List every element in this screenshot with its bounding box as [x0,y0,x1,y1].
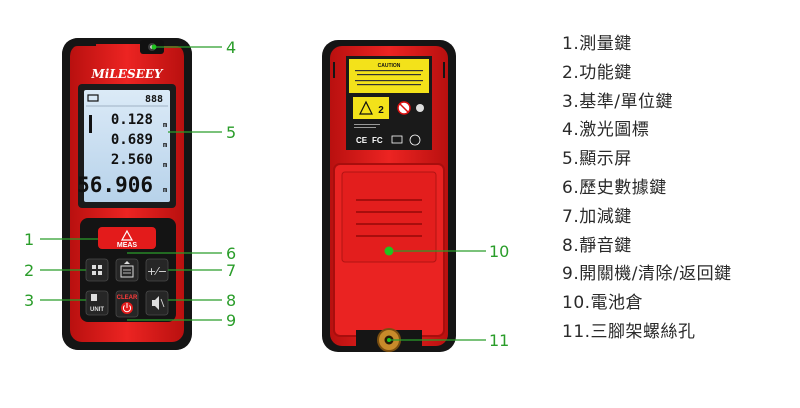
lcd-unit-4: m [163,186,167,194]
lcd-unit-2: m [163,141,167,149]
legend-item-1: 1.測量鍵 [562,34,632,54]
cert-ce: CE [356,136,368,145]
lcd-top-value: 888 [145,94,163,105]
lcd-display [84,90,170,202]
feature-legend: 1.測量鍵 2.功能鍵 3.基準/單位鍵 4.激光圖標 5.顯示屏 6.歷史數據… [562,30,732,347]
measure-button-label: MEAS [117,242,138,249]
lcd-row-1: 0.128 [111,112,153,128]
legend-item-5: 5.顯示屏 [562,149,632,170]
front-callouts [40,44,222,321]
lcd-row-4: 56.906 [77,173,153,197]
callout-dot-10 [384,246,394,256]
unit-button-label: UNIT [90,307,104,313]
back-device: CAUTION 2 CE FC [322,40,456,352]
callout-11: 11 [489,331,509,350]
front-callout-labels: 4 5 1 6 2 7 3 8 9 [24,38,236,330]
laser-hazard-icon [359,100,373,115]
speaker-mute-icon [152,296,159,310]
callout-8: 8 [226,291,236,310]
recycle-icon [409,134,421,146]
battery-cover-ridges [356,199,422,237]
history-icon [120,265,134,278]
legend-item-10: 10.電池倉 [562,293,644,314]
back-callouts [391,250,486,341]
measure-button[interactable] [98,227,156,249]
laser-class: 2 [378,105,384,116]
callout-5: 5 [226,123,236,142]
callout-6: 6 [226,244,236,263]
rohs-icon [391,135,403,144]
callout-10: 10 [489,242,509,261]
brand-logo: MiLESEEY [91,67,164,81]
lcd-unit-1: m [163,121,167,129]
legend-item-7: 7.加減鍵 [562,206,632,227]
legend-item-2: 2.功能鍵 [562,62,632,83]
legend-item-4: 4.激光圖標 [562,120,650,141]
laser-warning-icon [120,229,134,241]
grid-icon [92,265,96,269]
clear-button-label: CLEAR [117,295,138,301]
callout-2: 2 [24,261,34,280]
callout-4: 4 [226,38,236,57]
legend-item-9: 9.開關機/清除/返回鍵 [562,264,732,285]
battery-icon [87,94,99,102]
caution-title: CAUTION [378,63,401,69]
legend-item-8: 8.靜音鍵 [562,235,632,256]
lcd-unit-3: m [163,161,167,169]
reference-icon-small [91,294,97,301]
cert-fc: FC [372,136,383,145]
callout-7: 7 [226,261,236,280]
lcd-row-3: 2.560 [111,152,153,168]
reference-icon [89,115,92,133]
legend-item-6: 6.歷史數據鍵 [562,177,667,198]
lcd-row-2: 0.689 [111,132,153,148]
legend-item-3: 3.基準/單位鍵 [562,91,673,112]
callout-dot-4 [151,44,157,50]
function-button[interactable] [85,258,109,282]
plus-minus-icon: +⁄− [147,265,167,278]
person-icon [416,104,424,112]
legend-item-11: 11.三腳架螺絲孔 [562,321,696,342]
front-device: MiLESEEY 888 0.128 0.689 2.560 56.906 m … [62,38,192,350]
callout-dot-11 [387,338,391,342]
callout-3: 3 [24,291,34,310]
callout-9: 9 [226,311,236,330]
caution-banner [349,59,429,93]
callout-1: 1 [24,230,34,249]
